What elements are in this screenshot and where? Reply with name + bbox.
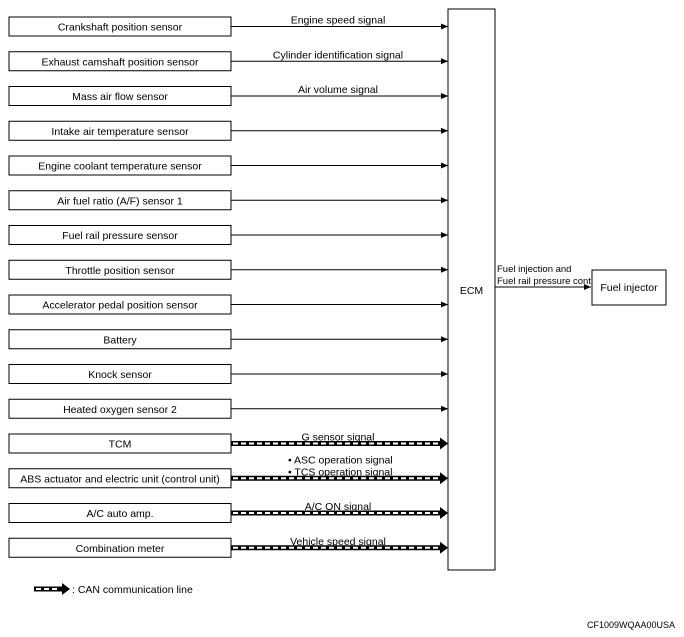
input-row: A/C auto amp. A/C ON signal xyxy=(8,501,448,523)
input-label: Intake air temperature sensor xyxy=(51,126,189,138)
input-row: Throttle position sensor xyxy=(8,259,448,280)
input-row: Combination meter Vehicle speed signal xyxy=(8,536,448,558)
input-row: Mass air flow sensor Air volume signal xyxy=(8,84,448,106)
can-arrowhead xyxy=(440,541,448,554)
input-row: Heated oxygen sensor 2 xyxy=(8,398,448,419)
input-row: Crankshaft position sensor Engine speed s… xyxy=(8,15,448,37)
signal-label: A/C ON signal xyxy=(305,501,372,513)
signal-label: G sensor signal xyxy=(302,432,375,444)
can-arrowhead xyxy=(440,507,448,519)
signal-label: • ASC operation signal xyxy=(288,454,393,466)
signal-label: Cylinder identification signal xyxy=(273,49,403,61)
figure-code: CF1009WQAA00USA xyxy=(587,620,675,630)
input-label: Crankshaft position sensor xyxy=(58,22,183,34)
input-label: ABS actuator and electric unit (control … xyxy=(20,473,220,485)
input-row: Fuel rail pressure sensor xyxy=(8,225,448,245)
input-label: Engine coolant temperature sensor xyxy=(38,161,202,173)
input-components: Crankshaft position sensor Engine speed s… xyxy=(8,15,448,558)
input-label: Exhaust camshaft position sensor xyxy=(42,56,200,68)
input-label: Battery xyxy=(103,334,137,346)
fuel-injector-box xyxy=(591,269,667,306)
ecm-box xyxy=(447,8,496,571)
input-row: Battery xyxy=(8,329,448,350)
can-arrowhead xyxy=(440,472,448,485)
input-label: Air fuel ratio (A/F) sensor 1 xyxy=(57,195,183,207)
input-row: Intake air temperature sensor xyxy=(8,120,448,141)
input-label: Combination meter xyxy=(76,543,165,555)
output-signal-line-2: Fuel rail pressure control xyxy=(497,276,602,287)
input-row: ABS actuator and electric unit (control … xyxy=(8,454,448,489)
signal-label: Air volume signal xyxy=(298,84,378,96)
input-row: Accelerator pedal position sensor xyxy=(8,294,448,315)
can-legend-text: : CAN communication line xyxy=(72,584,193,596)
input-label: Accelerator pedal position sensor xyxy=(42,300,198,312)
input-row: Knock sensor xyxy=(8,364,448,384)
input-label: Fuel rail pressure sensor xyxy=(62,230,178,242)
can-legend: : CAN communication line xyxy=(34,583,193,596)
input-row: TCM G sensor signal xyxy=(8,432,448,454)
signal-label: • TCS operation signal xyxy=(288,466,392,478)
signal-label: Vehicle speed signal xyxy=(290,536,386,548)
input-row: Exhaust camshaft position sensor Cylinder… xyxy=(8,49,448,72)
ecm-label: ECM xyxy=(460,285,483,297)
can-legend-arrowhead xyxy=(62,583,70,595)
input-row: Air fuel ratio (A/F) sensor 1 xyxy=(8,190,448,211)
signal-label: Engine speed signal xyxy=(291,15,386,27)
output-signal-line-1: Fuel injection and xyxy=(497,264,571,275)
fuel-injector-label: Fuel injector xyxy=(600,282,658,294)
input-label: Mass air flow sensor xyxy=(72,91,168,103)
input-label: Knock sensor xyxy=(88,369,152,381)
can-arrowhead xyxy=(440,437,448,450)
input-label: Throttle position sensor xyxy=(65,265,175,277)
input-label: A/C auto amp. xyxy=(86,508,153,520)
input-row: Engine coolant temperature sensor xyxy=(8,155,448,176)
input-label: TCM xyxy=(109,439,132,451)
input-label: Heated oxygen sensor 2 xyxy=(63,404,177,416)
